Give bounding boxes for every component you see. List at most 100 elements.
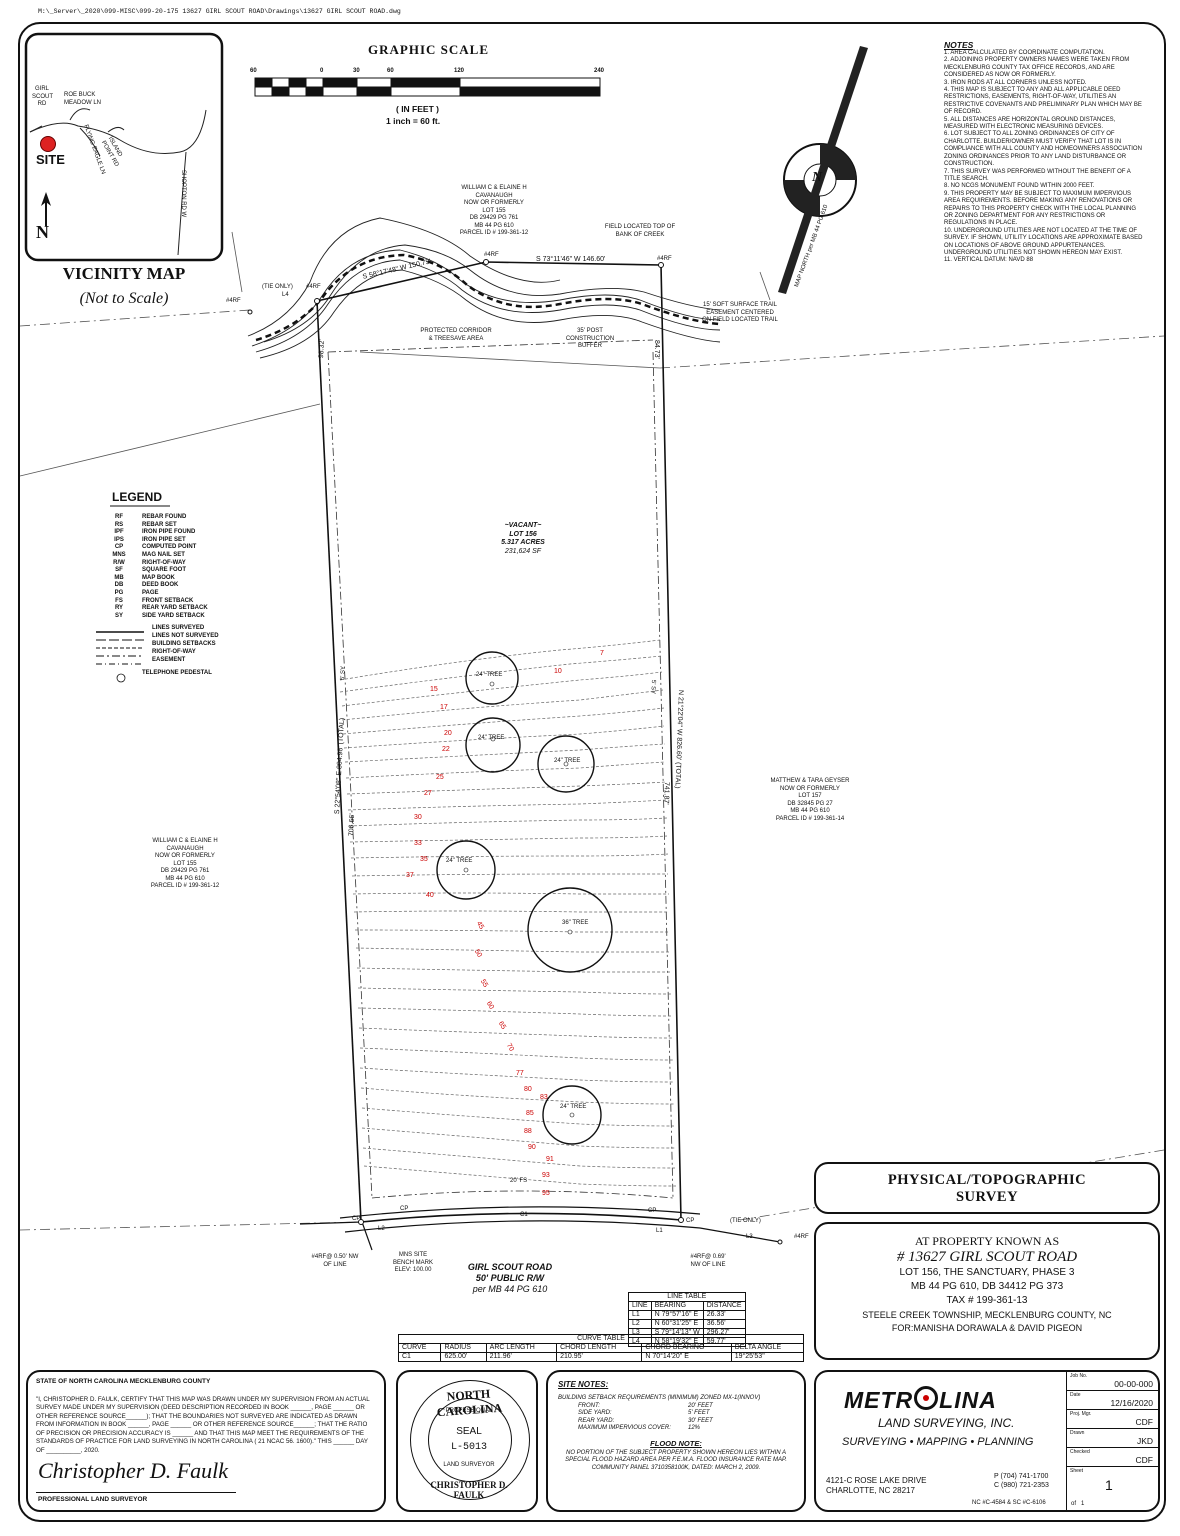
line-table-cell: L2 bbox=[628, 1319, 652, 1329]
scale-unit: ( IN FEET ) bbox=[396, 104, 439, 114]
curve-c1: C1 bbox=[520, 1212, 528, 1218]
sheet-total: 1 bbox=[1081, 1501, 1085, 1507]
curve-table-cell: 210.95' bbox=[556, 1352, 643, 1362]
tie-only-right: (TIE ONLY) bbox=[730, 1218, 761, 1224]
line-l4: L4 bbox=[282, 292, 289, 298]
site-notes-line: BUILDING SETBACK REQUIREMENTS (MINIMUM) … bbox=[558, 1395, 761, 1401]
buffer-label: 35' POST CONSTRUCTION BUFFER bbox=[565, 328, 615, 349]
setback-label: FRONT: bbox=[578, 1402, 600, 1409]
seal-circle bbox=[410, 1380, 530, 1500]
contour-label: 80 bbox=[524, 1086, 532, 1093]
scale-tick: 120 bbox=[454, 68, 465, 74]
road-ref: per MB 44 PG 610 bbox=[472, 1284, 548, 1294]
line-table-cell: N 60°31'25" E bbox=[650, 1319, 704, 1329]
survey-heading-box: PHYSICAL/TOPOGRAPHIC SURVEY bbox=[814, 1162, 1160, 1214]
legend-key: IPS bbox=[114, 536, 124, 543]
legend-value: IRON PIPE FOUND bbox=[142, 529, 196, 536]
note-item: 6. LOT SUBJECT TO ALL ZONING ORDINANCES … bbox=[944, 131, 1142, 168]
line-l2: L2 bbox=[378, 1226, 385, 1232]
company-name-left: METR bbox=[844, 1387, 914, 1413]
contour-label: 85 bbox=[526, 1110, 534, 1117]
legend-value: SQUARE FOOT bbox=[142, 567, 187, 574]
job-row: Proj. Mgr.CDF bbox=[1067, 1410, 1159, 1429]
contour-label: 33 bbox=[414, 840, 422, 847]
corridor-label: PROTECTED CORRIDOR & TREESAVE AREA bbox=[420, 328, 492, 342]
vicinity-title: VICINITY MAP bbox=[62, 264, 186, 283]
cp-se2: CP bbox=[686, 1218, 695, 1224]
legend-key: SF bbox=[115, 567, 123, 574]
notes-title: NOTES bbox=[944, 40, 974, 50]
job-label: Drawn bbox=[1070, 1430, 1085, 1436]
legend-line-item: LINES SURVEYED bbox=[152, 625, 205, 632]
road-name: GIRL SCOUT ROAD bbox=[467, 1262, 553, 1272]
seal-box: NORTH CAROLINA PROFESSIONAL SEAL L-5013 … bbox=[396, 1370, 538, 1512]
owner-line: DB 32845 PG 27 bbox=[787, 800, 833, 807]
vicinity-subtitle: (Not to Scale) bbox=[79, 290, 169, 307]
curve-table-cell: N 70°14'20" E bbox=[641, 1352, 732, 1362]
company-name-right: LINA bbox=[939, 1387, 997, 1413]
legend-value: FRONT SETBACK bbox=[142, 597, 194, 604]
job-value: 00-00-000 bbox=[1114, 1379, 1153, 1389]
contour-label: 7 bbox=[600, 650, 604, 657]
legend-line-item: EASEMENT bbox=[152, 657, 186, 664]
scale-tick: 60 bbox=[250, 68, 257, 74]
owner-line: MB 44 PG 610 bbox=[474, 222, 514, 229]
notes: NOTES 1. AREA CALCULATED BY COORDINATE C… bbox=[944, 40, 1144, 265]
owner-line: NOW OR FORMERLY bbox=[780, 785, 840, 792]
company-phone: P (704) 741-1700 bbox=[994, 1473, 1049, 1480]
rf-nw: #4RF bbox=[306, 284, 321, 290]
legend-value: REAR YARD SETBACK bbox=[142, 605, 208, 612]
property-township: STEELE CREEK TOWNSHIP, MECKLENBURG COUNT… bbox=[862, 1310, 1112, 1320]
curve-table-header: CHORD LENGTH bbox=[556, 1343, 643, 1353]
lot-vacant: ~VACANT~ bbox=[504, 522, 542, 529]
line-table-cell: 26.33' bbox=[702, 1310, 746, 1320]
job-label: Date bbox=[1070, 1392, 1081, 1398]
tree-label: 24" TREE bbox=[476, 672, 503, 678]
legend-value: REBAR FOUND bbox=[142, 514, 187, 520]
owner-line: MATTHEW & TARA GEYSER bbox=[770, 778, 850, 784]
property-box: AT PROPERTY KNOWN AS # 13627 GIRL SCOUT … bbox=[814, 1222, 1160, 1360]
property-tax: TAX # 199-361-13 bbox=[946, 1295, 1028, 1306]
flood-text: NO PORTION OF THE SUBJECT PROPERTY SHOWN… bbox=[565, 1449, 787, 1471]
scale-tick: 60 bbox=[387, 68, 394, 74]
contour-label: 40 bbox=[426, 892, 434, 899]
legend-key: DB bbox=[114, 582, 124, 589]
lot-sf: 231,624 SF bbox=[504, 547, 542, 555]
legend-line-item: RIGHT-OF-WAY bbox=[152, 649, 196, 656]
job-row: Job No. 00-00-000 bbox=[1067, 1372, 1159, 1391]
job-label: Checked bbox=[1070, 1449, 1090, 1455]
contour-label: 10 bbox=[554, 668, 562, 675]
setback-row: SIDE YARD:5' FEET bbox=[578, 1410, 804, 1418]
tree-label: 24" TREE bbox=[560, 1104, 587, 1110]
vicinity-roads bbox=[29, 108, 207, 256]
legend-value: RIGHT-OF-WAY bbox=[142, 559, 186, 566]
sheet-number: 1 bbox=[1105, 1477, 1113, 1493]
legend-line-item: LINES NOT SURVEYED bbox=[152, 633, 219, 640]
seal-number: L-5013 bbox=[450, 1442, 487, 1453]
north-letter: N bbox=[812, 170, 823, 185]
job-label: Job No. bbox=[1070, 1373, 1088, 1379]
job-value: JKD bbox=[1136, 1436, 1153, 1446]
legend-value: IRON PIPE SET bbox=[142, 536, 186, 543]
legend-key: PG bbox=[114, 589, 124, 596]
scale-title: GRAPHIC SCALE bbox=[368, 42, 489, 57]
line-table-header: DISTANCE bbox=[702, 1301, 746, 1311]
owner-line: PARCEL ID # 199-361-12 bbox=[150, 883, 220, 889]
road-roe-buck: ROE BUCK MEADOW LN bbox=[64, 92, 102, 106]
tie-only-left: (TIE ONLY) bbox=[262, 284, 293, 290]
trees bbox=[436, 651, 613, 1145]
note-item: 4. THIS MAP IS SUBJECT TO ANY AND ALL AP… bbox=[944, 87, 1142, 116]
note-item: 5. ALL DISTANCES ARE HORIZONTAL GROUND D… bbox=[944, 116, 1116, 131]
owner-line: DB 29429 PG 761 bbox=[469, 215, 519, 221]
legend-value: COMPUTED POINT bbox=[142, 544, 197, 551]
